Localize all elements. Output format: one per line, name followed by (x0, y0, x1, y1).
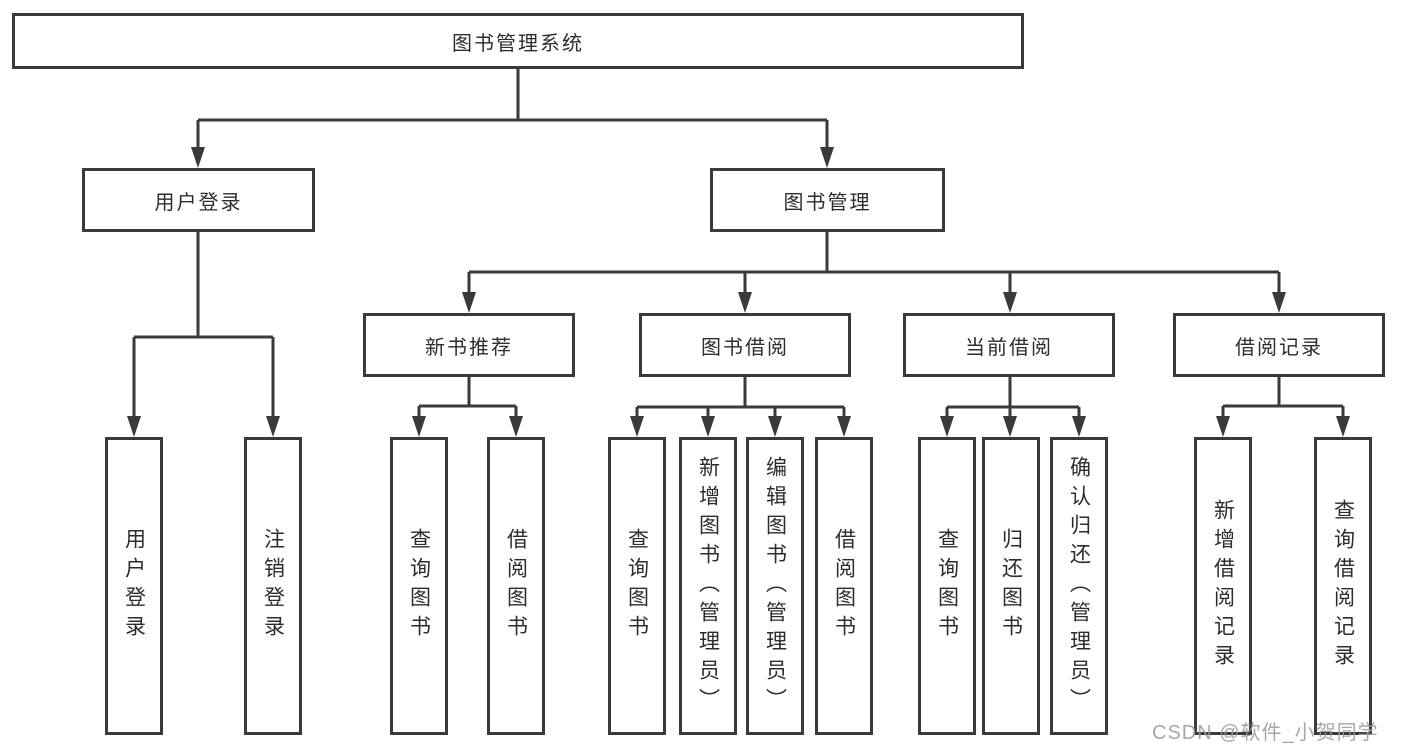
node-book-management: 图书管理 (710, 168, 945, 232)
connector-newbooks-to-leaves (417, 377, 518, 419)
node-library-system-label: 图书管理系统 (452, 32, 584, 55)
leaf-nb-borrow-books: 借阅图书 (487, 437, 545, 735)
connector-currentborrow-to-leaves (945, 377, 1081, 419)
leaf-bb-query-books: 查询图书 (608, 437, 666, 735)
leaf-bb-edit-books-admin-label: 编辑图书（管理员） (763, 455, 787, 717)
node-current-borrowing-label: 当前借阅 (965, 336, 1053, 359)
leaf-br-add-record: 新增借阅记录 (1194, 437, 1252, 735)
node-new-book-recommend: 新书推荐 (363, 313, 575, 377)
leaf-bb-add-books-admin: 新增图书（管理员） (679, 437, 737, 735)
leaf-user-login-label: 用户登录 (122, 528, 146, 644)
leaf-br-add-record-label: 新增借阅记录 (1211, 499, 1235, 673)
leaf-cb-query-books-label: 查询图书 (935, 528, 959, 644)
arrowheads (127, 147, 1350, 437)
node-book-borrowing-label: 图书借阅 (701, 336, 789, 359)
leaf-cb-confirm-return-admin-label: 确认归还（管理员） (1067, 455, 1091, 717)
connector-records-to-leaves (1221, 377, 1345, 419)
node-user-login-label: 用户登录 (154, 191, 243, 214)
leaf-bb-borrow-books-label: 借阅图书 (832, 528, 856, 644)
leaf-bb-add-books-admin-label: 新增图书（管理员） (696, 455, 720, 717)
leaf-bb-borrow-books: 借阅图书 (815, 437, 873, 735)
connector-bookborrow-to-leaves (635, 377, 846, 419)
watermark-text: CSDN @软件_小贺同学 (1152, 722, 1379, 744)
node-book-management-label: 图书管理 (783, 191, 872, 214)
leaf-cb-query-books: 查询图书 (918, 437, 976, 735)
node-borrowing-records-label: 借阅记录 (1235, 336, 1323, 359)
leaf-logout-label: 注销登录 (261, 528, 285, 644)
leaf-br-query-record-label: 查询借阅记录 (1331, 499, 1355, 673)
leaf-nb-query-books-label: 查询图书 (407, 528, 431, 644)
leaf-logout: 注销登录 (244, 437, 302, 735)
leaf-bb-edit-books-admin: 编辑图书（管理员） (746, 437, 804, 735)
leaf-cb-confirm-return-admin: 确认归还（管理员） (1050, 437, 1108, 735)
node-user-login: 用户登录 (82, 168, 315, 232)
node-current-borrowing: 当前借阅 (903, 313, 1115, 377)
leaf-user-login: 用户登录 (105, 437, 163, 735)
node-book-borrowing: 图书借阅 (639, 313, 851, 377)
leaf-cb-return-books-label: 归还图书 (999, 528, 1023, 644)
connector-root-to-level2 (196, 69, 829, 150)
leaf-br-query-record: 查询借阅记录 (1314, 437, 1372, 735)
connector-userlogin-to-leaves (132, 232, 275, 419)
node-new-book-recommend-label: 新书推荐 (425, 336, 513, 359)
node-borrowing-records: 借阅记录 (1173, 313, 1385, 377)
node-library-system: 图书管理系统 (12, 13, 1024, 69)
connector-bookmgmt-to-level3 (467, 232, 1281, 295)
leaf-bb-query-books-label: 查询图书 (625, 528, 649, 644)
leaf-nb-query-books: 查询图书 (390, 437, 448, 735)
leaf-cb-return-books: 归还图书 (982, 437, 1040, 735)
leaf-nb-borrow-books-label: 借阅图书 (504, 528, 528, 644)
